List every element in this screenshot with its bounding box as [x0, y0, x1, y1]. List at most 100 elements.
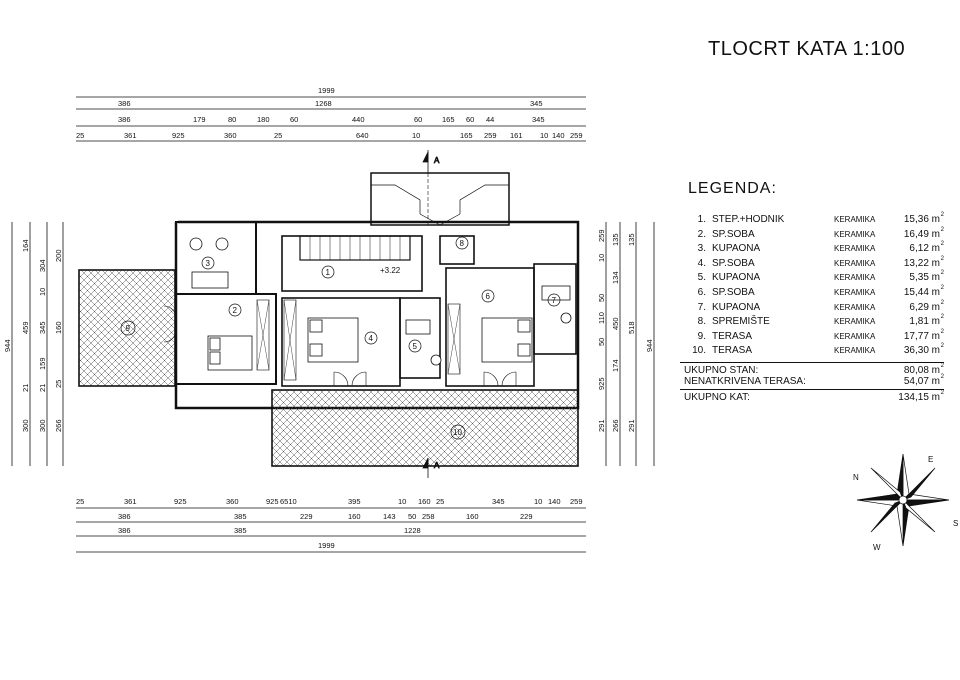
dimension-label: 229 [300, 512, 313, 521]
legend-total-label: UKUPNO STAN: [684, 364, 759, 376]
dimension-label: 385 [234, 526, 247, 535]
legend-area: 17,77 m [903, 330, 940, 342]
legend-no: 7. [697, 301, 706, 313]
dimension-label: 25 [274, 131, 282, 140]
legend-floor: KERAMIKA [834, 258, 876, 268]
legend-no: 8. [697, 316, 706, 328]
room-number-9: 9 [126, 324, 131, 333]
legend-no: 2. [697, 228, 706, 240]
legend-room-name: STEP.+HODNIK [712, 214, 785, 225]
legend-room-name: SP.SOBA [712, 257, 755, 269]
legend-area: 36,30 m [903, 345, 940, 357]
unit-superscript: 2 [940, 255, 944, 262]
dimension-label: 300 [21, 419, 30, 432]
compass-e: E [928, 455, 933, 464]
dimension-label: 21 [38, 384, 47, 392]
unit-superscript: 2 [940, 362, 944, 369]
dimension-label: 25 [76, 131, 84, 140]
dimension-label: 140 [552, 131, 565, 140]
legend-no: 10. [692, 345, 706, 357]
dimension-label: 6510 [280, 497, 297, 506]
dimension-label: 80 [228, 115, 236, 124]
legend-area: 15,44 m [903, 286, 940, 298]
dimension-label: 925 [597, 377, 606, 390]
dimension-label: 360 [226, 497, 239, 506]
dimension-label: 180 [257, 115, 270, 124]
unit-superscript: 2 [940, 389, 944, 396]
legend-total-area: 80,08 m [903, 364, 940, 376]
dimension-label: 385 [234, 512, 247, 521]
compass-w: W [873, 543, 881, 552]
dim-left-overall: 944 [3, 339, 12, 352]
legend-floor: KERAMIKA [834, 331, 876, 341]
dimension-label: 304 [38, 259, 47, 272]
legend-no: 5. [697, 272, 706, 284]
dimension-label: 518 [627, 321, 636, 334]
dimension-label: 21 [21, 384, 30, 392]
room-number-7: 7 [552, 296, 557, 305]
dimension-label: 259 [570, 497, 583, 506]
dimension-label: 450 [611, 317, 620, 330]
dimension-label: 50 [408, 512, 416, 521]
dimension-label: 395 [348, 497, 361, 506]
dim-bottom-overall: 1999 [318, 541, 335, 550]
terrace-9 [78, 269, 176, 387]
legend-floor: KERAMIKA [834, 229, 876, 239]
legend-area: 13,22 m [903, 257, 940, 269]
dimension-label: 161 [510, 131, 523, 140]
legend-no: 1. [697, 214, 706, 225]
legend-total-label: NENATKRIVENA TERASA: [684, 375, 806, 387]
legend-no: 6. [697, 286, 706, 298]
top-dimension-lines [76, 96, 586, 142]
dimension-label: 10 [398, 497, 406, 506]
room-number-10: 10 [453, 428, 462, 437]
legend-room-name: KUPAONA [712, 272, 761, 284]
right-dimension-labels: 9441355182911351344501742662591050110509… [597, 229, 654, 432]
dimension-label: 10 [540, 131, 548, 140]
dimension-label: 60 [466, 115, 474, 124]
dimension-label: 345 [492, 497, 505, 506]
legend-total-area: 134,15 m [898, 391, 940, 403]
dimension-label: 266 [54, 419, 63, 432]
dimension-label: 291 [627, 419, 636, 432]
unit-superscript: 2 [940, 241, 944, 248]
dimension-label: 60 [290, 115, 298, 124]
unit-superscript: 2 [940, 226, 944, 233]
dimension-label: 164 [21, 239, 30, 252]
unit-superscript: 2 [940, 270, 944, 277]
dimension-label: 50 [597, 338, 606, 346]
room-number-8: 8 [460, 239, 465, 248]
dimension-label: 925 [174, 497, 187, 506]
legend-floor: KERAMIKA [834, 317, 876, 327]
dim-top-overall: 1999 [318, 86, 335, 95]
unit-superscript: 2 [940, 284, 944, 291]
dimension-label: 640 [356, 131, 369, 140]
dimension-label: 179 [193, 115, 206, 124]
dimension-label: 386 [118, 512, 131, 521]
legend-area: 15,36 m [903, 214, 940, 225]
dimension-label: 345 [532, 115, 545, 124]
legend-room-name: TERASA [712, 345, 753, 357]
dimension-label: 1228 [404, 526, 421, 535]
legend-area: 6,29 m [909, 301, 940, 313]
drawing-title: TLOCRT KATA 1:100 [708, 38, 906, 60]
section-mark-bottom: A [434, 461, 440, 470]
dimension-label: 140 [548, 497, 561, 506]
right-dimension-lines [605, 222, 655, 466]
dimension-label: 386 [118, 526, 131, 535]
dimension-label: 259 [570, 131, 583, 140]
dimension-label: 143 [383, 512, 396, 521]
legend-room-name: TERASA [712, 330, 753, 342]
dimension-label: 159 [38, 357, 47, 370]
